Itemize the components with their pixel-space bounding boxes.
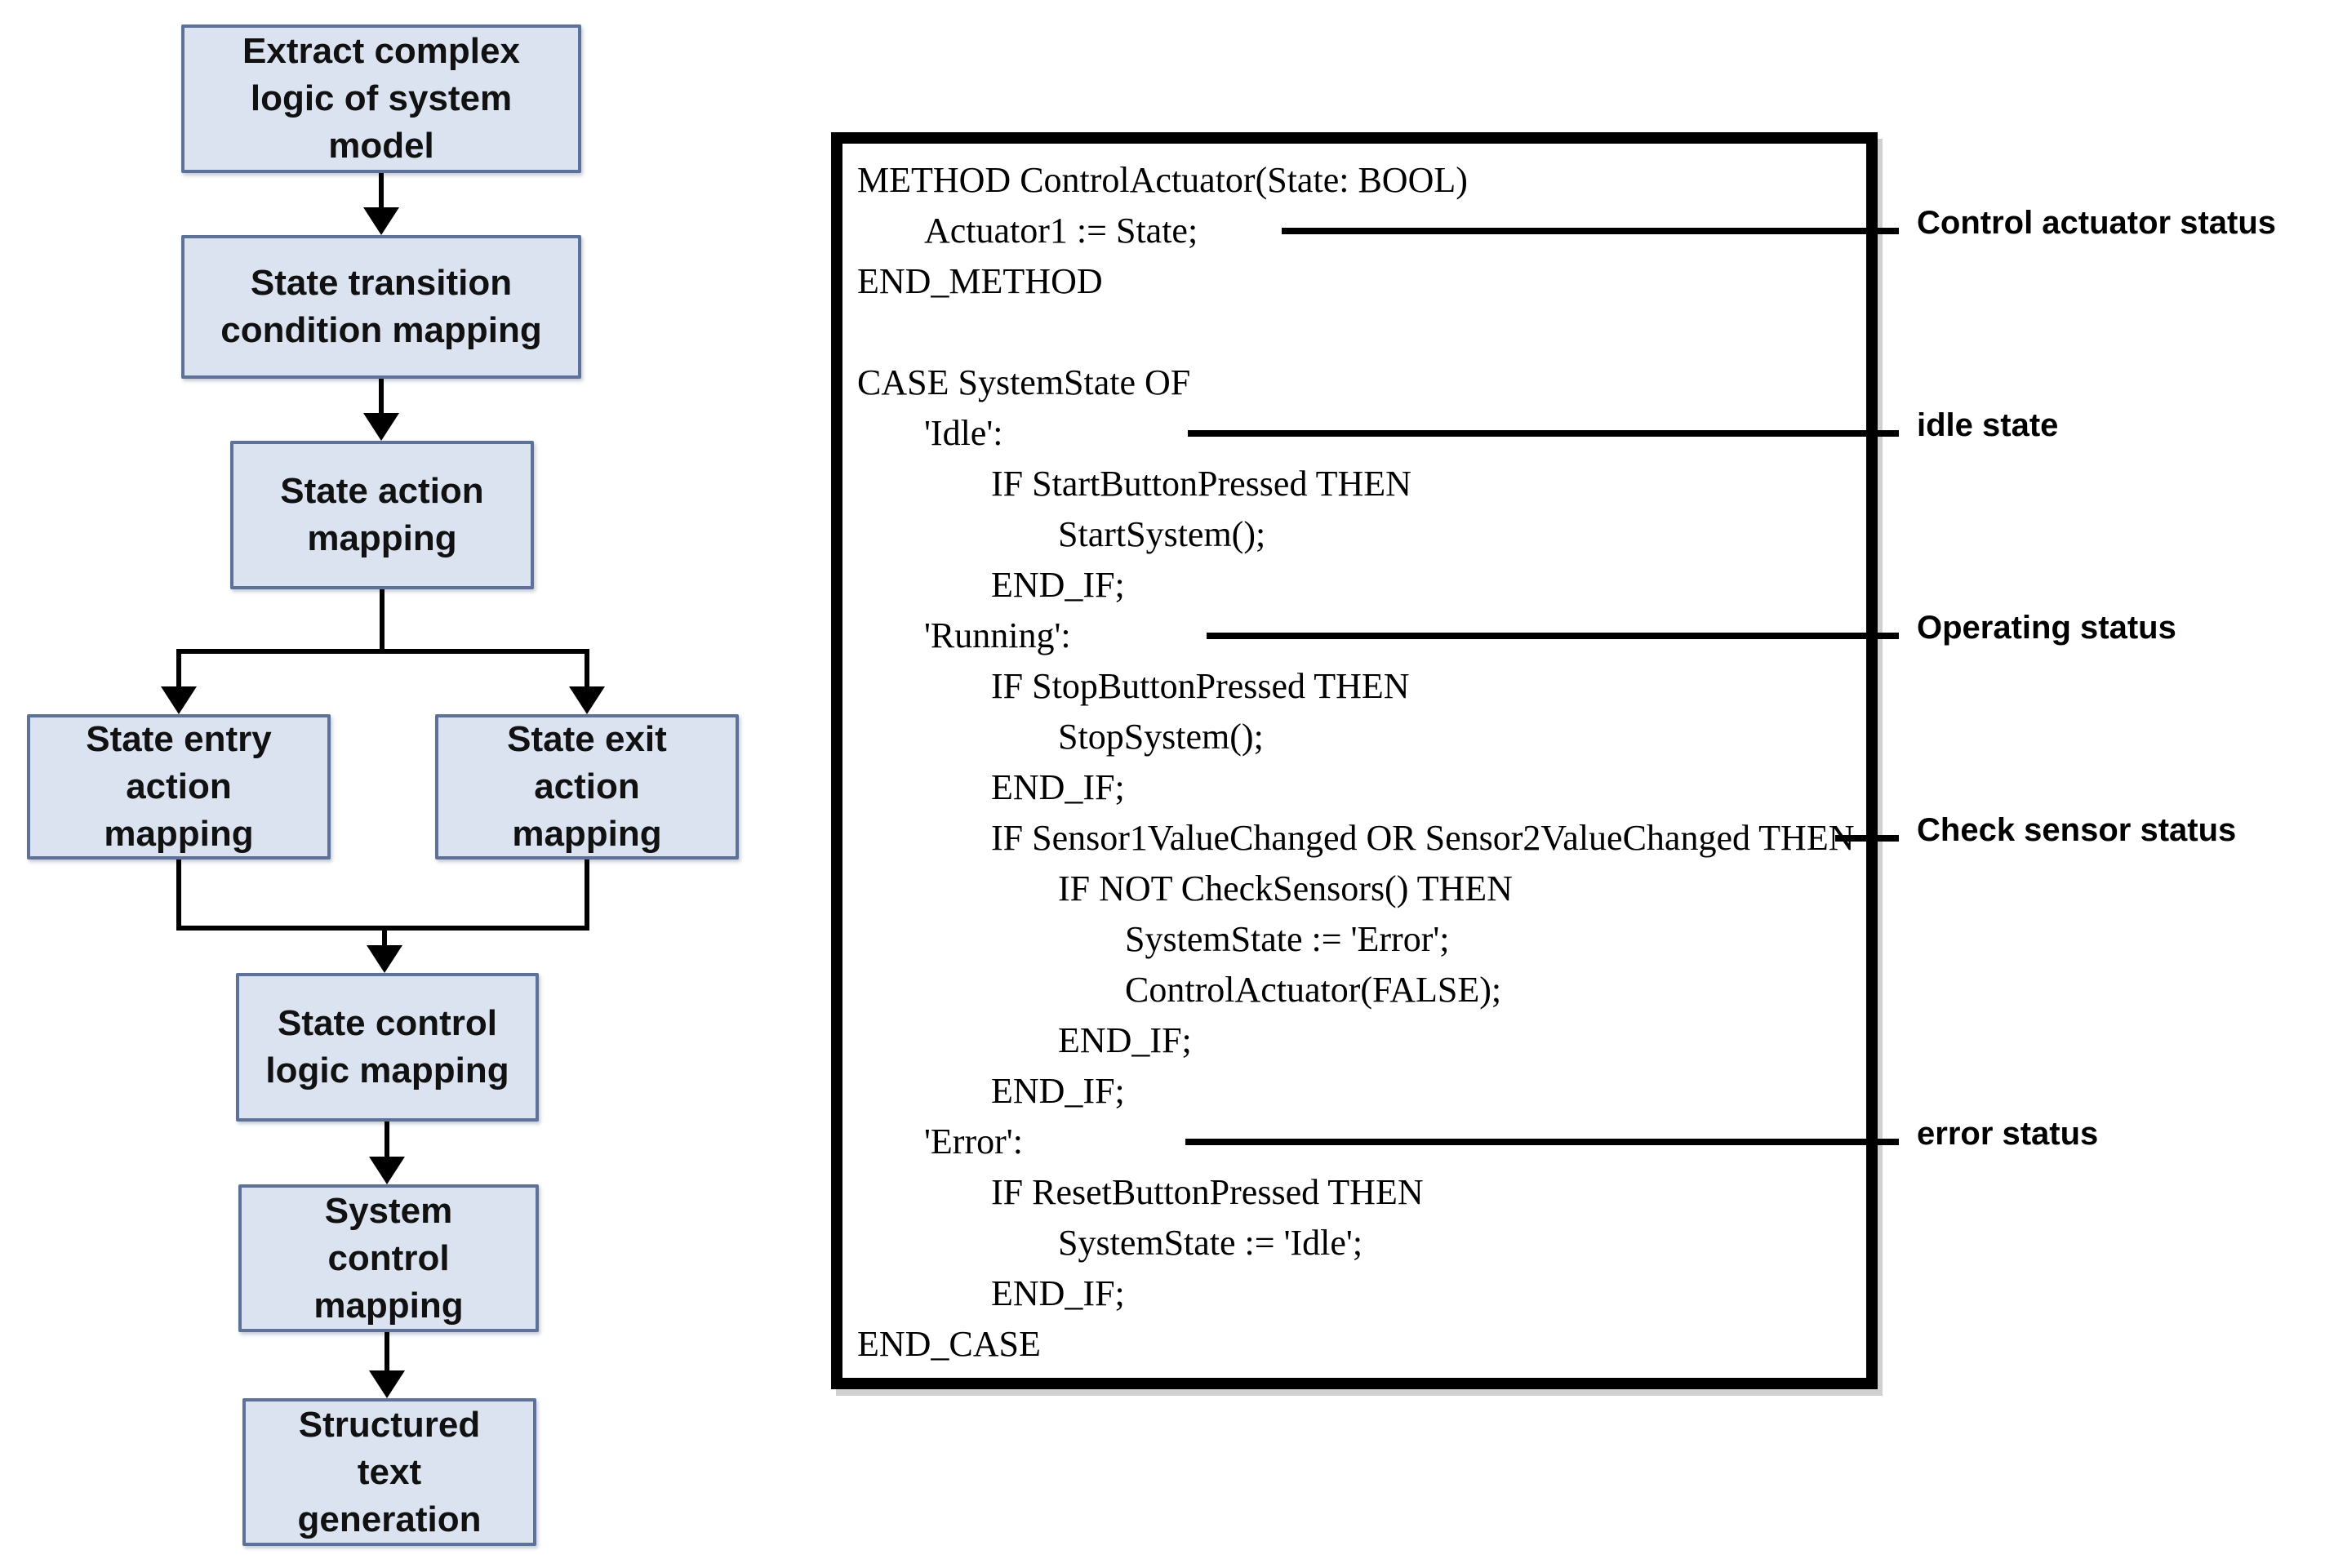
connector-1-shaft: [379, 173, 384, 209]
code-line: 'Error':: [924, 1122, 1023, 1162]
code-line: END_CASE: [857, 1324, 1041, 1364]
connector-branch-stem: [380, 589, 385, 651]
arrow-down-icon: [363, 413, 399, 441]
callout-label-check-sensor: Check sensor status: [1917, 812, 2237, 848]
arrow-down-icon: [369, 1370, 405, 1398]
flow-node-state-exit-action-mapping: State exit action mapping: [435, 714, 739, 860]
code-line: IF StopButtonPressed THEN: [991, 666, 1410, 706]
code-line: METHOD ControlActuator(State: BOOL): [857, 160, 1468, 200]
code-line: ControlActuator(FALSE);: [1125, 970, 1502, 1010]
code-line: IF ResetButtonPressed THEN: [991, 1172, 1424, 1212]
code-line: CASE SystemState OF: [857, 362, 1191, 402]
code-line: SystemState := 'Error';: [1125, 919, 1450, 959]
connector-branch-bar: [176, 649, 589, 654]
code-line: Actuator1 := State;: [924, 211, 1198, 251]
flow-node-state-action-mapping: State action mapping: [230, 441, 534, 589]
callout-line-check-sensor: [1835, 835, 1899, 842]
callout-label-control-actuator: Control actuator status: [1917, 205, 2277, 241]
code-line: IF StartButtonPressed THEN: [991, 464, 1411, 504]
code-line: 'Idle':: [924, 413, 1003, 453]
code-panel-frame: [831, 132, 1878, 1389]
code-line: IF NOT CheckSensors() THEN: [1058, 868, 1513, 908]
arrow-down-icon: [369, 1157, 405, 1184]
code-line: END_IF;: [991, 565, 1125, 605]
arrow-down-icon: [367, 945, 402, 973]
connector-branch-right-drop: [585, 649, 589, 691]
callout-line-operating-status: [1207, 633, 1899, 639]
flow-node-state-transition-condition-mapping: State transition condition mapping: [181, 235, 581, 379]
code-line: END_IF;: [991, 767, 1125, 807]
connector-branch-left-drop: [176, 649, 181, 691]
code-line: END_IF;: [991, 1273, 1125, 1313]
code-line: END_IF;: [991, 1071, 1125, 1111]
flow-node-extract-complex-logic: Extract complex logic of system model: [181, 24, 581, 173]
callout-line-control-actuator: [1282, 228, 1899, 234]
arrow-down-icon: [363, 207, 399, 235]
callout-label-error-status: error status: [1917, 1116, 2099, 1152]
code-line: StopSystem();: [1058, 717, 1264, 757]
arrow-down-icon: [569, 686, 605, 714]
flow-node-state-control-logic-mapping: State control logic mapping: [236, 973, 539, 1122]
callout-label-operating-status: Operating status: [1917, 610, 2176, 646]
flow-node-system-control-mapping: System control mapping: [238, 1184, 539, 1332]
connector-5-shaft: [385, 1122, 389, 1160]
code-line: END_METHOD: [857, 261, 1103, 301]
code-line: [857, 307, 1861, 358]
code-line: SystemState := 'Idle';: [1058, 1223, 1363, 1263]
connector-2-shaft: [379, 379, 384, 415]
code-line: StartSystem();: [1058, 514, 1266, 554]
code-line: 'Running':: [924, 615, 1071, 655]
flow-node-state-entry-action-mapping: State entry action mapping: [27, 714, 331, 860]
code-line: IF Sensor1ValueChanged OR Sensor2ValueCh…: [991, 818, 1855, 858]
callout-line-error-status: [1185, 1139, 1899, 1145]
connector-merge-right-drop: [585, 860, 589, 931]
code-line: END_IF;: [1058, 1020, 1192, 1060]
flow-node-structured-text-generation: Structured text generation: [242, 1398, 536, 1546]
callout-label-idle-state: idle state: [1917, 407, 2059, 443]
arrow-down-icon: [161, 686, 197, 714]
connector-merge-stem: [382, 926, 387, 948]
code-lines: METHOD ControlActuator(State: BOOL) Actua…: [857, 155, 1861, 1370]
connector-merge-left-drop: [176, 860, 181, 931]
callout-line-idle-state: [1188, 430, 1899, 437]
connector-6-shaft: [385, 1332, 389, 1372]
